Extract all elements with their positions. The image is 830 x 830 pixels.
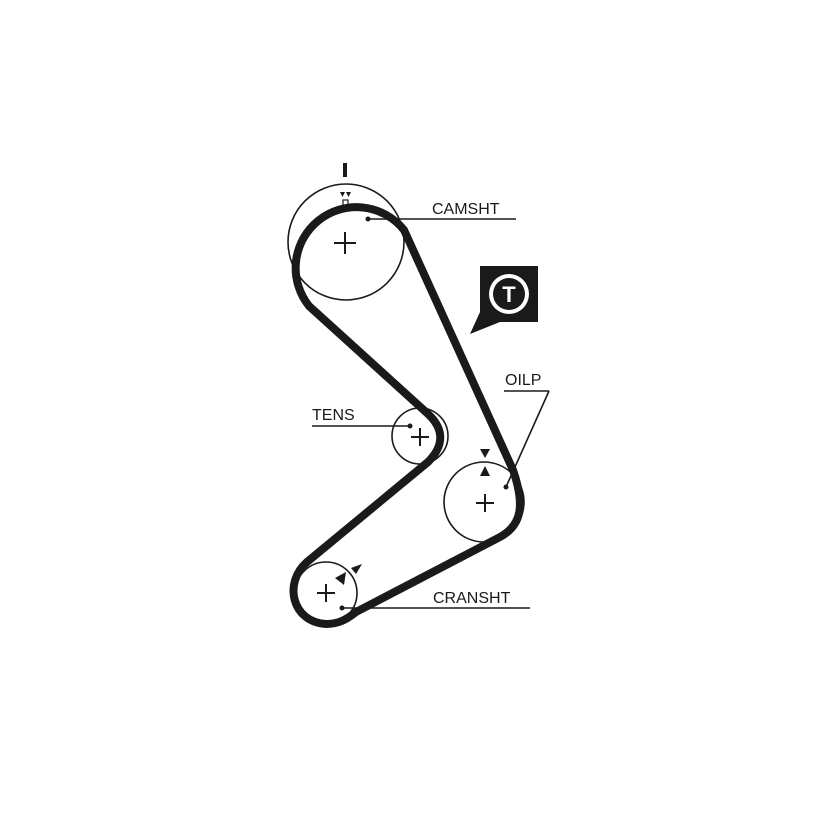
tensioner-center-mark xyxy=(411,428,429,446)
camshaft-center-mark xyxy=(334,232,356,254)
tensioner-badge-letter: T xyxy=(502,282,516,307)
crankshaft-timing-mark xyxy=(335,564,362,585)
tensioner-leader xyxy=(312,423,413,429)
tensioner-badge-icon: T xyxy=(470,266,538,334)
camshaft-label: CAMSHT xyxy=(432,201,500,218)
crankshaft-leader xyxy=(339,605,530,611)
oil-pump-timing-mark xyxy=(480,449,490,476)
oil-pump-leader xyxy=(503,390,550,490)
camshaft-timing-mark xyxy=(340,163,351,211)
camshaft-leader xyxy=(365,216,516,222)
crankshaft-label: CRANSHT xyxy=(433,590,511,607)
oil-pump-label: OILP xyxy=(505,372,541,389)
crankshaft-center-mark xyxy=(317,584,335,602)
timing-belt xyxy=(289,203,524,628)
oil-pump-center-mark xyxy=(476,494,494,512)
tensioner-label: TENS xyxy=(312,407,355,424)
